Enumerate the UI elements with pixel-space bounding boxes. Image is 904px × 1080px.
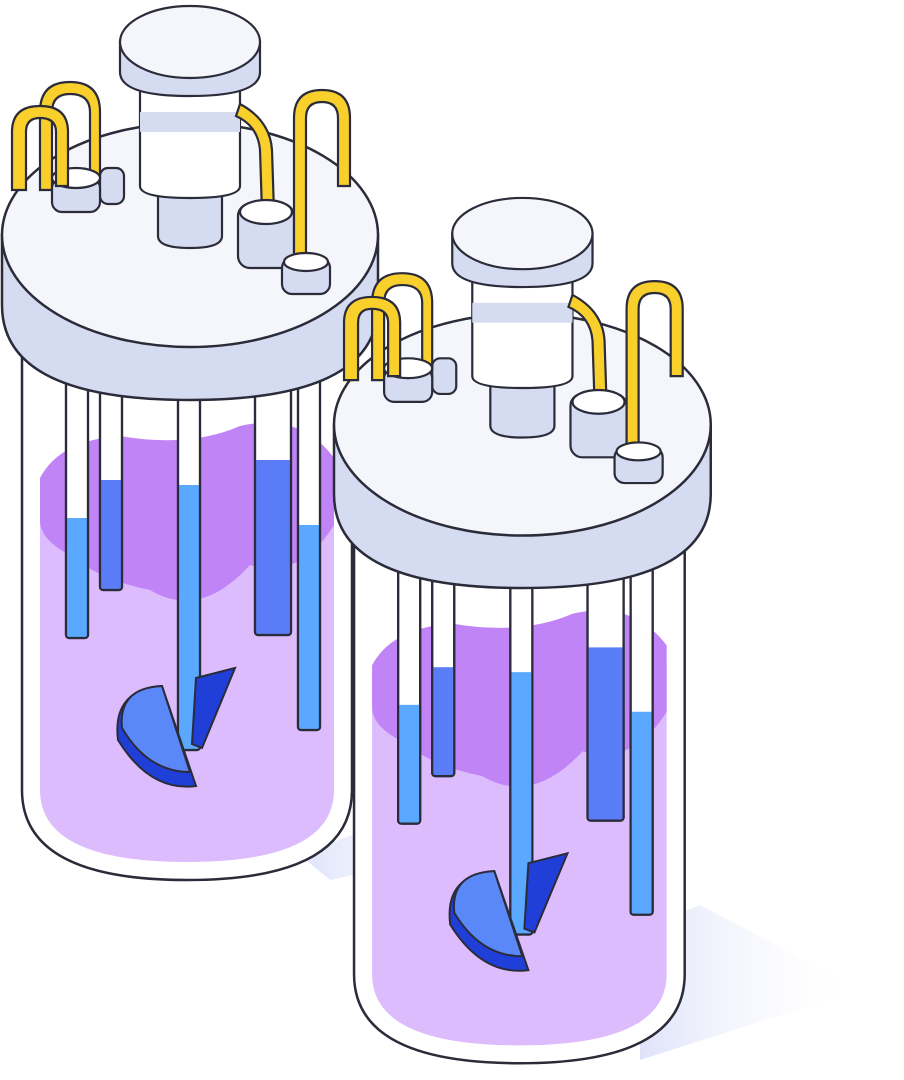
bioreactor-vessel-front (332, 196, 713, 1065)
shadow-front (640, 905, 860, 1060)
bioreactor-vessel-back (0, 4, 380, 882)
